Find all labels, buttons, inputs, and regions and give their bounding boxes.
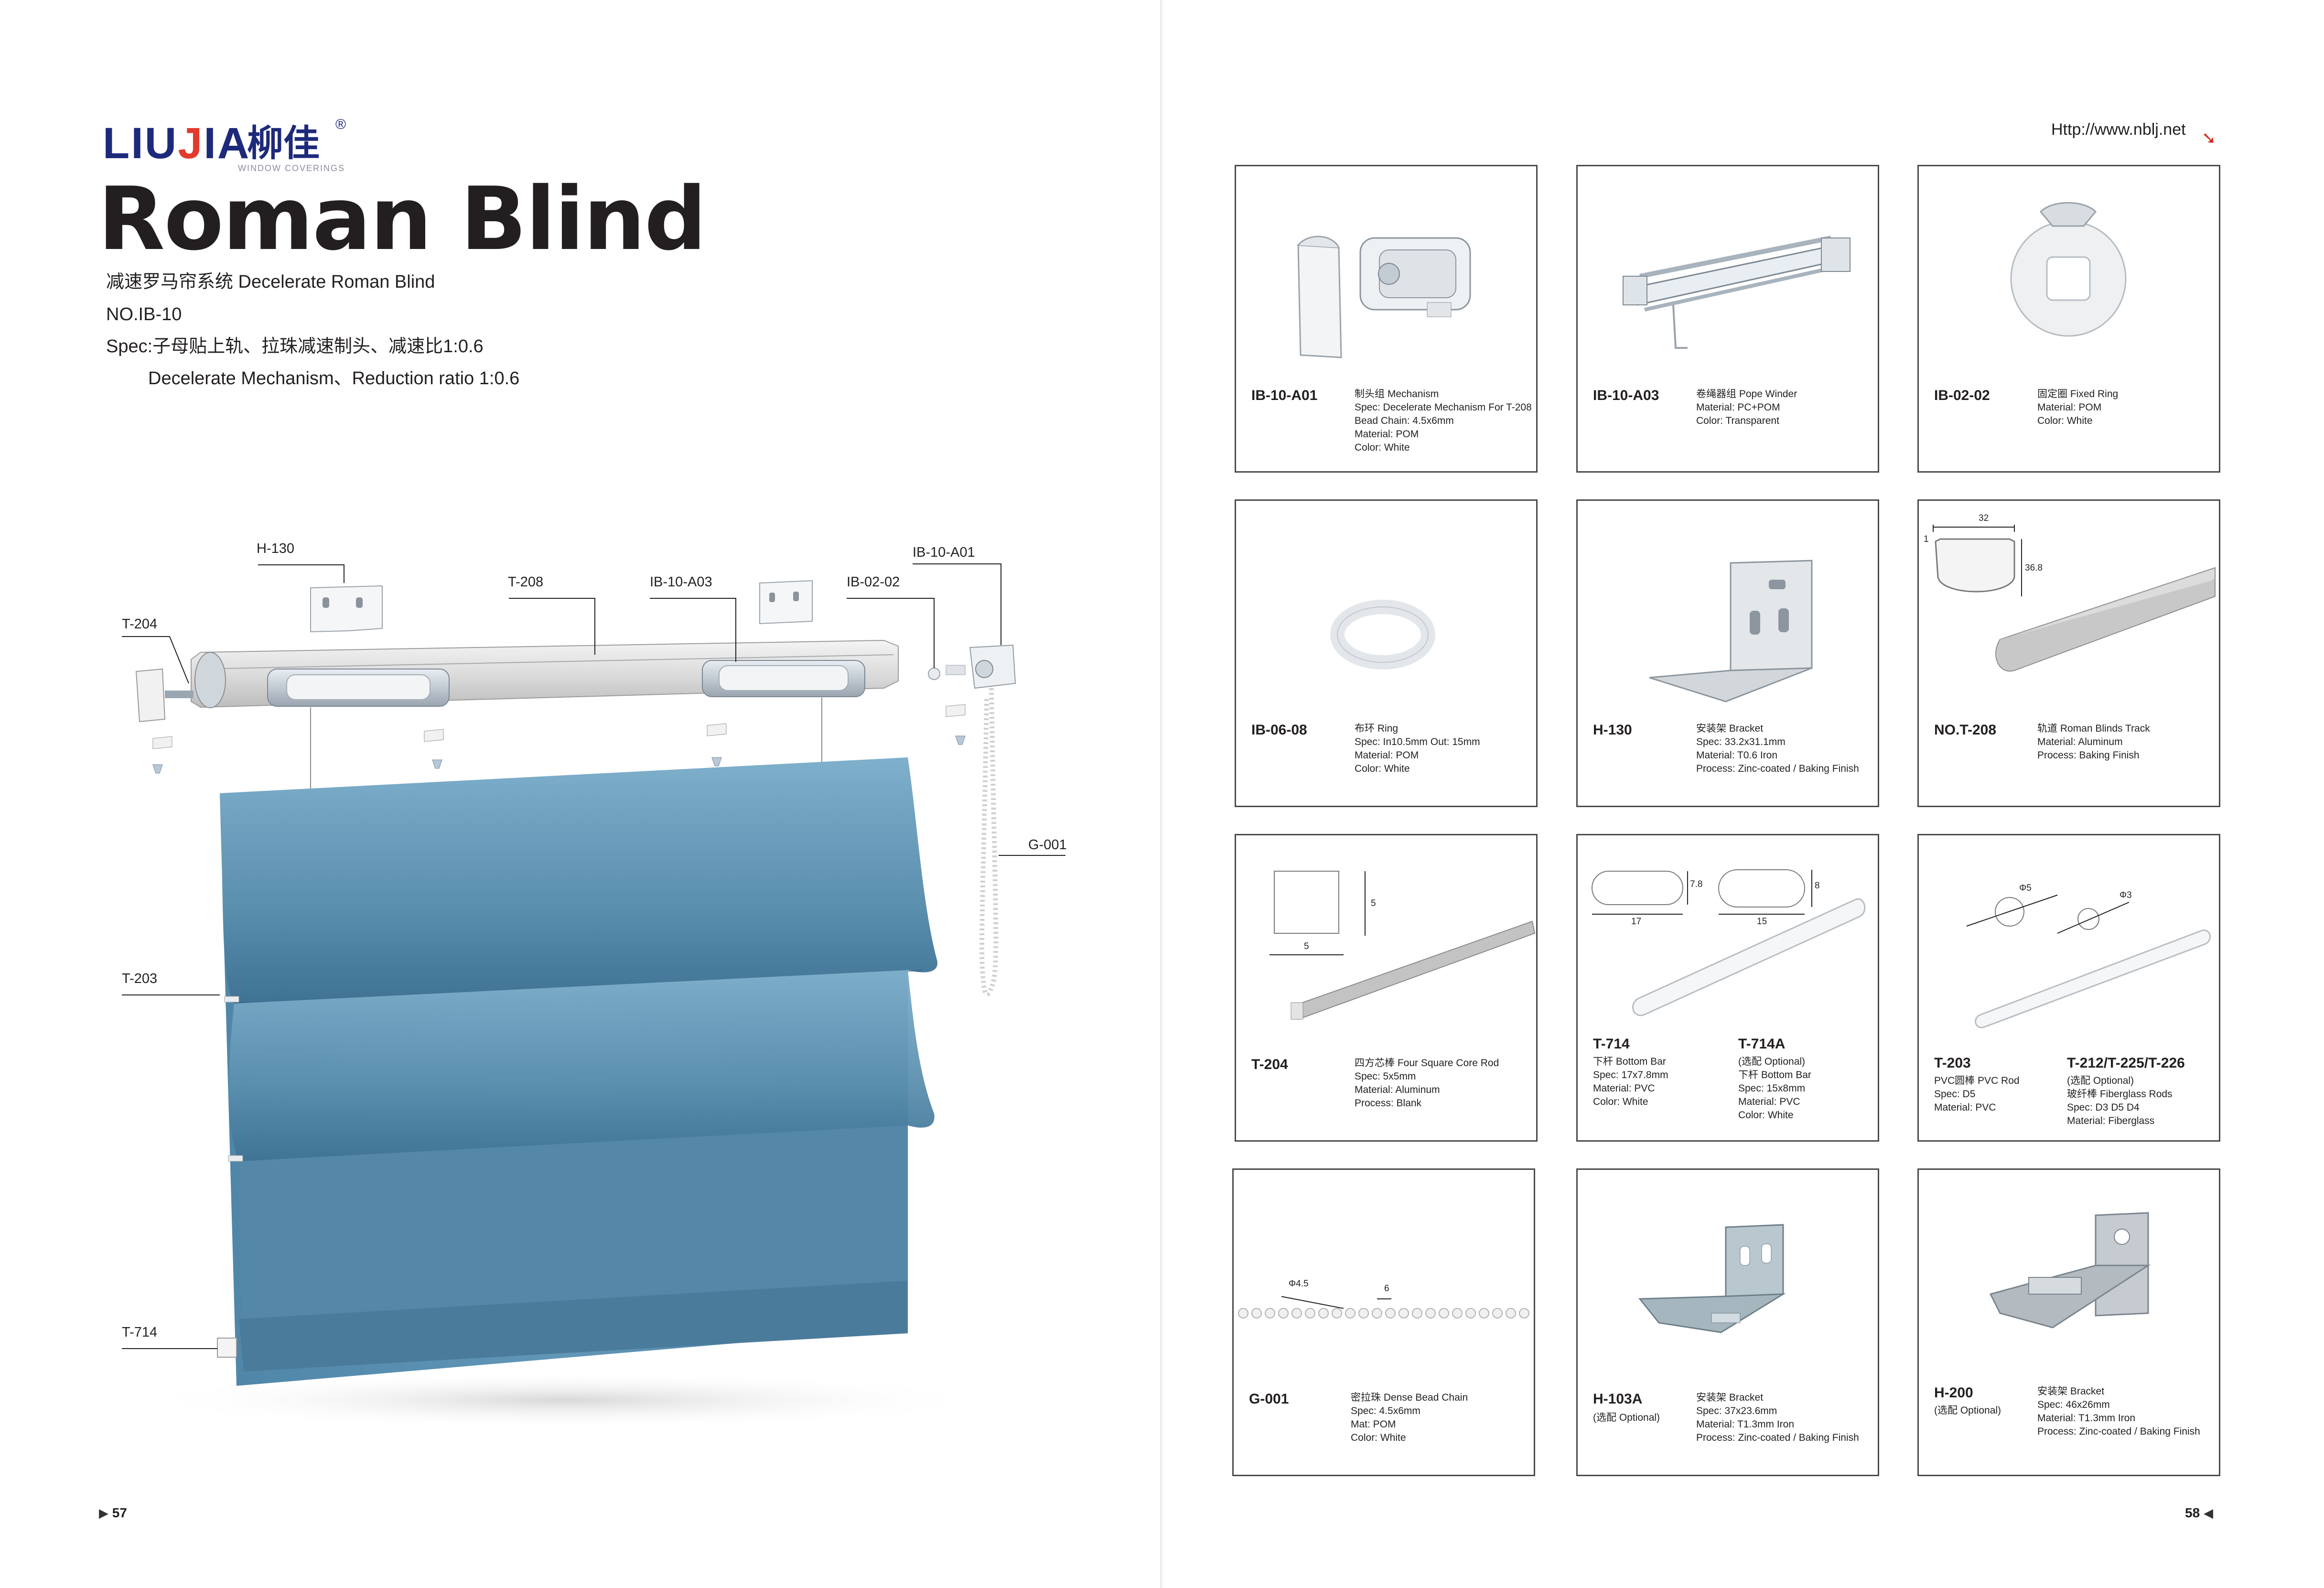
dim-label: 5 xyxy=(1304,941,1309,951)
part-description: 四方芯棒 Four Square Core Rod Spec: 5x5mm Ma… xyxy=(1355,1058,1499,1109)
part-description: PVC圆棒 PVC Rod Spec: D5 Material: PVC xyxy=(1934,1075,2020,1113)
optional-note: (选配 Optional) xyxy=(1934,1405,2001,1416)
part-card-ib-10-a01: IB-10-A01 制头组 Mechanism Spec: Decelerate… xyxy=(1235,165,1538,473)
dim-label: 17 xyxy=(1631,917,1642,927)
left-page: LIUJIA 柳佳 ® WINDOW COVERINGS Roman Blind… xyxy=(0,0,1160,1588)
part-description: 安装架 Bracket Spec: 37x23.6mm Material: T1… xyxy=(1696,1392,1859,1443)
part-code: IB-10-A03 xyxy=(1593,388,1659,403)
bead-chain-image xyxy=(1238,1296,1529,1318)
part-card-h-130: H-130 安装架 Bracket Spec: 33.2x31.1mm Mate… xyxy=(1576,499,1879,807)
book-gutter xyxy=(1160,0,1164,1588)
part-card-t-714: 7.8 17 8 15 T-714 下杆 Bottom Bar Spec: 17… xyxy=(1576,834,1879,1142)
brand-tagline: WINDOW COVERINGS xyxy=(238,163,345,173)
part-code: H-130 xyxy=(1593,722,1632,738)
dim-label: 5 xyxy=(1371,898,1376,908)
part-card-h-200: H-200 (选配 Optional) 安装架 Bracket Spec: 46… xyxy=(1917,1168,2220,1476)
dim-label: 7.8 xyxy=(1690,879,1703,889)
part-code: H-200 xyxy=(1934,1385,1973,1401)
dim-label: 6 xyxy=(1384,1284,1389,1294)
callout-ib10a01: IB-10-A01 xyxy=(913,545,975,560)
cursor-arrow-icon: ➘ xyxy=(2202,128,2216,148)
page-number-right: 58 ◀ xyxy=(2185,1505,2213,1520)
dim-label: 8 xyxy=(1815,881,1820,891)
mechanism-image xyxy=(1297,236,1471,358)
brand-logo-latin: LIUJIA xyxy=(103,119,251,168)
part-description: 下杆 Bottom Bar Spec: 17x7.8mm Material: P… xyxy=(1593,1056,1668,1107)
dim-label: 32 xyxy=(1979,513,1989,523)
page-number-left: ▶ 57 xyxy=(99,1505,127,1520)
part-description: 卷绳器组 Pope Winder Material: PC+POM Color:… xyxy=(1696,389,1797,426)
part-code: T-714 xyxy=(1593,1036,1630,1052)
part-description: 密拉珠 Dense Bead Chain Spec: 4.5x6mm Mat: … xyxy=(1351,1392,1468,1443)
part-code: NO.T-208 xyxy=(1934,722,1997,738)
dim-label: Φ4.5 xyxy=(1289,1279,1309,1289)
part-code: H-103A xyxy=(1593,1391,1643,1407)
callout-t203: T-203 xyxy=(122,971,158,986)
part-description: 轨道 Roman Blinds Track Material: Aluminum… xyxy=(2037,723,2150,761)
part-code: IB-10-A01 xyxy=(1251,388,1318,403)
part-description: 安装架 Bracket Spec: 46x26mm Material: T1.3… xyxy=(2037,1386,2200,1437)
page-marker-icon: ▶ xyxy=(99,1506,108,1520)
product-subtitle: 减速罗马帘系统 Decelerate Roman Blind xyxy=(106,272,435,292)
part-card-g-001: Φ4.5 6 G-001 密拉珠 Dense Bead Chain Spec: … xyxy=(1232,1168,1535,1476)
model-number: NO.IB-10 xyxy=(106,304,182,324)
part-card-ib-02-02: IB-02-02 固定圈 Fixed Ring Material: POM Co… xyxy=(1917,165,2220,473)
bottom-bar-image xyxy=(1592,869,1866,1016)
part-code: G-001 xyxy=(1249,1391,1289,1407)
part-code: T-204 xyxy=(1251,1057,1288,1072)
part-code-optional: T-714A xyxy=(1738,1036,1786,1052)
part-code-optional: T-212/T-225/T-226 xyxy=(2067,1055,2185,1071)
dim-label: 36.8 xyxy=(2025,563,2043,573)
roman-blind-illustration xyxy=(122,563,1065,1429)
square-rod-image xyxy=(1270,871,1536,1020)
optional-note: (选配 Optional) xyxy=(1593,1412,1660,1423)
part-code: T-203 xyxy=(1934,1055,1971,1071)
callout-ib10a03: IB-10-A03 xyxy=(650,574,712,590)
pope-winder-image xyxy=(1623,236,1851,349)
dim-label: Φ3 xyxy=(2120,890,2132,900)
dim-label: Φ5 xyxy=(2019,883,2032,893)
part-card-h-103a: H-103A (选配 Optional) 安装架 Bracket Spec: 3… xyxy=(1576,1168,1879,1476)
fixed-ring-image xyxy=(2010,202,2127,337)
pvc-rod-image xyxy=(1966,895,2211,1028)
ring-image xyxy=(1330,600,1435,670)
spec-line-1: Spec:子母贴上轨、拉珠减速制头、减速比1:0.6 xyxy=(106,336,484,356)
part-code: IB-02-02 xyxy=(1934,388,1990,403)
callout-g001: G-001 xyxy=(1028,837,1067,853)
spec-line-2: Decelerate Mechanism、Reduction ratio 1:0… xyxy=(148,368,520,389)
callout-t204: T-204 xyxy=(122,616,158,632)
page-title: Roman Blind xyxy=(98,168,707,270)
part-code: IB-06-08 xyxy=(1251,722,1307,738)
part-card-ib-06-08: IB-06-08 布环 Ring Spec: In10.5mm Out: 15m… xyxy=(1235,499,1538,807)
dim-label: 15 xyxy=(1757,917,1767,927)
callout-h130: H-130 xyxy=(257,541,294,556)
part-card-t-208: 32 1 36.8 NO.T-208 轨道 Roman Blinds Track… xyxy=(1917,499,2220,807)
callout-t208: T-208 xyxy=(508,574,544,590)
part-description-optional: (选配 Optional) 玻纤棒 Fiberglass Rods Spec: … xyxy=(2067,1075,2173,1126)
part-description-optional: (选配 Optional) 下杆 Bottom Bar Spec: 15x8mm… xyxy=(1738,1056,1811,1121)
part-card-t-203: Φ5 Φ3 T-203 PVC圆棒 PVC Rod Spec: D5 Mater… xyxy=(1917,834,2220,1142)
part-card-ib-10-a03: IB-10-A03 卷绳器组 Pope Winder Material: PC+… xyxy=(1576,165,1879,473)
part-description: 制头组 Mechanism Spec: Decelerate Mechanism… xyxy=(1355,389,1532,453)
right-page: Http://www.nblj.net ➘ IB-10-A01 制头组 Mech… xyxy=(1164,0,2324,1588)
brand-logo: LIUJIA 柳佳 ® WINDOW COVERINGS xyxy=(103,117,361,173)
brand-logo-chinese: 柳佳 xyxy=(247,122,320,164)
bracket-image xyxy=(1638,1224,1786,1333)
page-marker-icon: ◀ xyxy=(2203,1506,2213,1520)
part-description: 布环 Ring Spec: In10.5mm Out: 15mm Materia… xyxy=(1355,723,1480,774)
callout-ib0202: IB-02-02 xyxy=(847,574,900,590)
callout-t714: T-714 xyxy=(122,1325,158,1340)
bracket-image xyxy=(1649,560,1813,702)
dim-label: 1 xyxy=(1924,534,1929,544)
registered-mark: ® xyxy=(335,117,346,132)
part-description: 固定圈 Fixed Ring Material: POM Color: Whit… xyxy=(2037,389,2119,426)
part-description: 安装架 Bracket Spec: 33.2x31.1mm Material: … xyxy=(1696,723,1859,774)
track-profile-image xyxy=(1933,525,2216,672)
bracket-image xyxy=(1989,1212,2151,1329)
part-card-t-204: 5 5 T-204 四方芯棒 Four Square Core Rod Spec… xyxy=(1235,834,1538,1142)
bead-chain xyxy=(979,688,999,996)
website-url[interactable]: Http://www.nblj.net xyxy=(2051,120,2186,139)
